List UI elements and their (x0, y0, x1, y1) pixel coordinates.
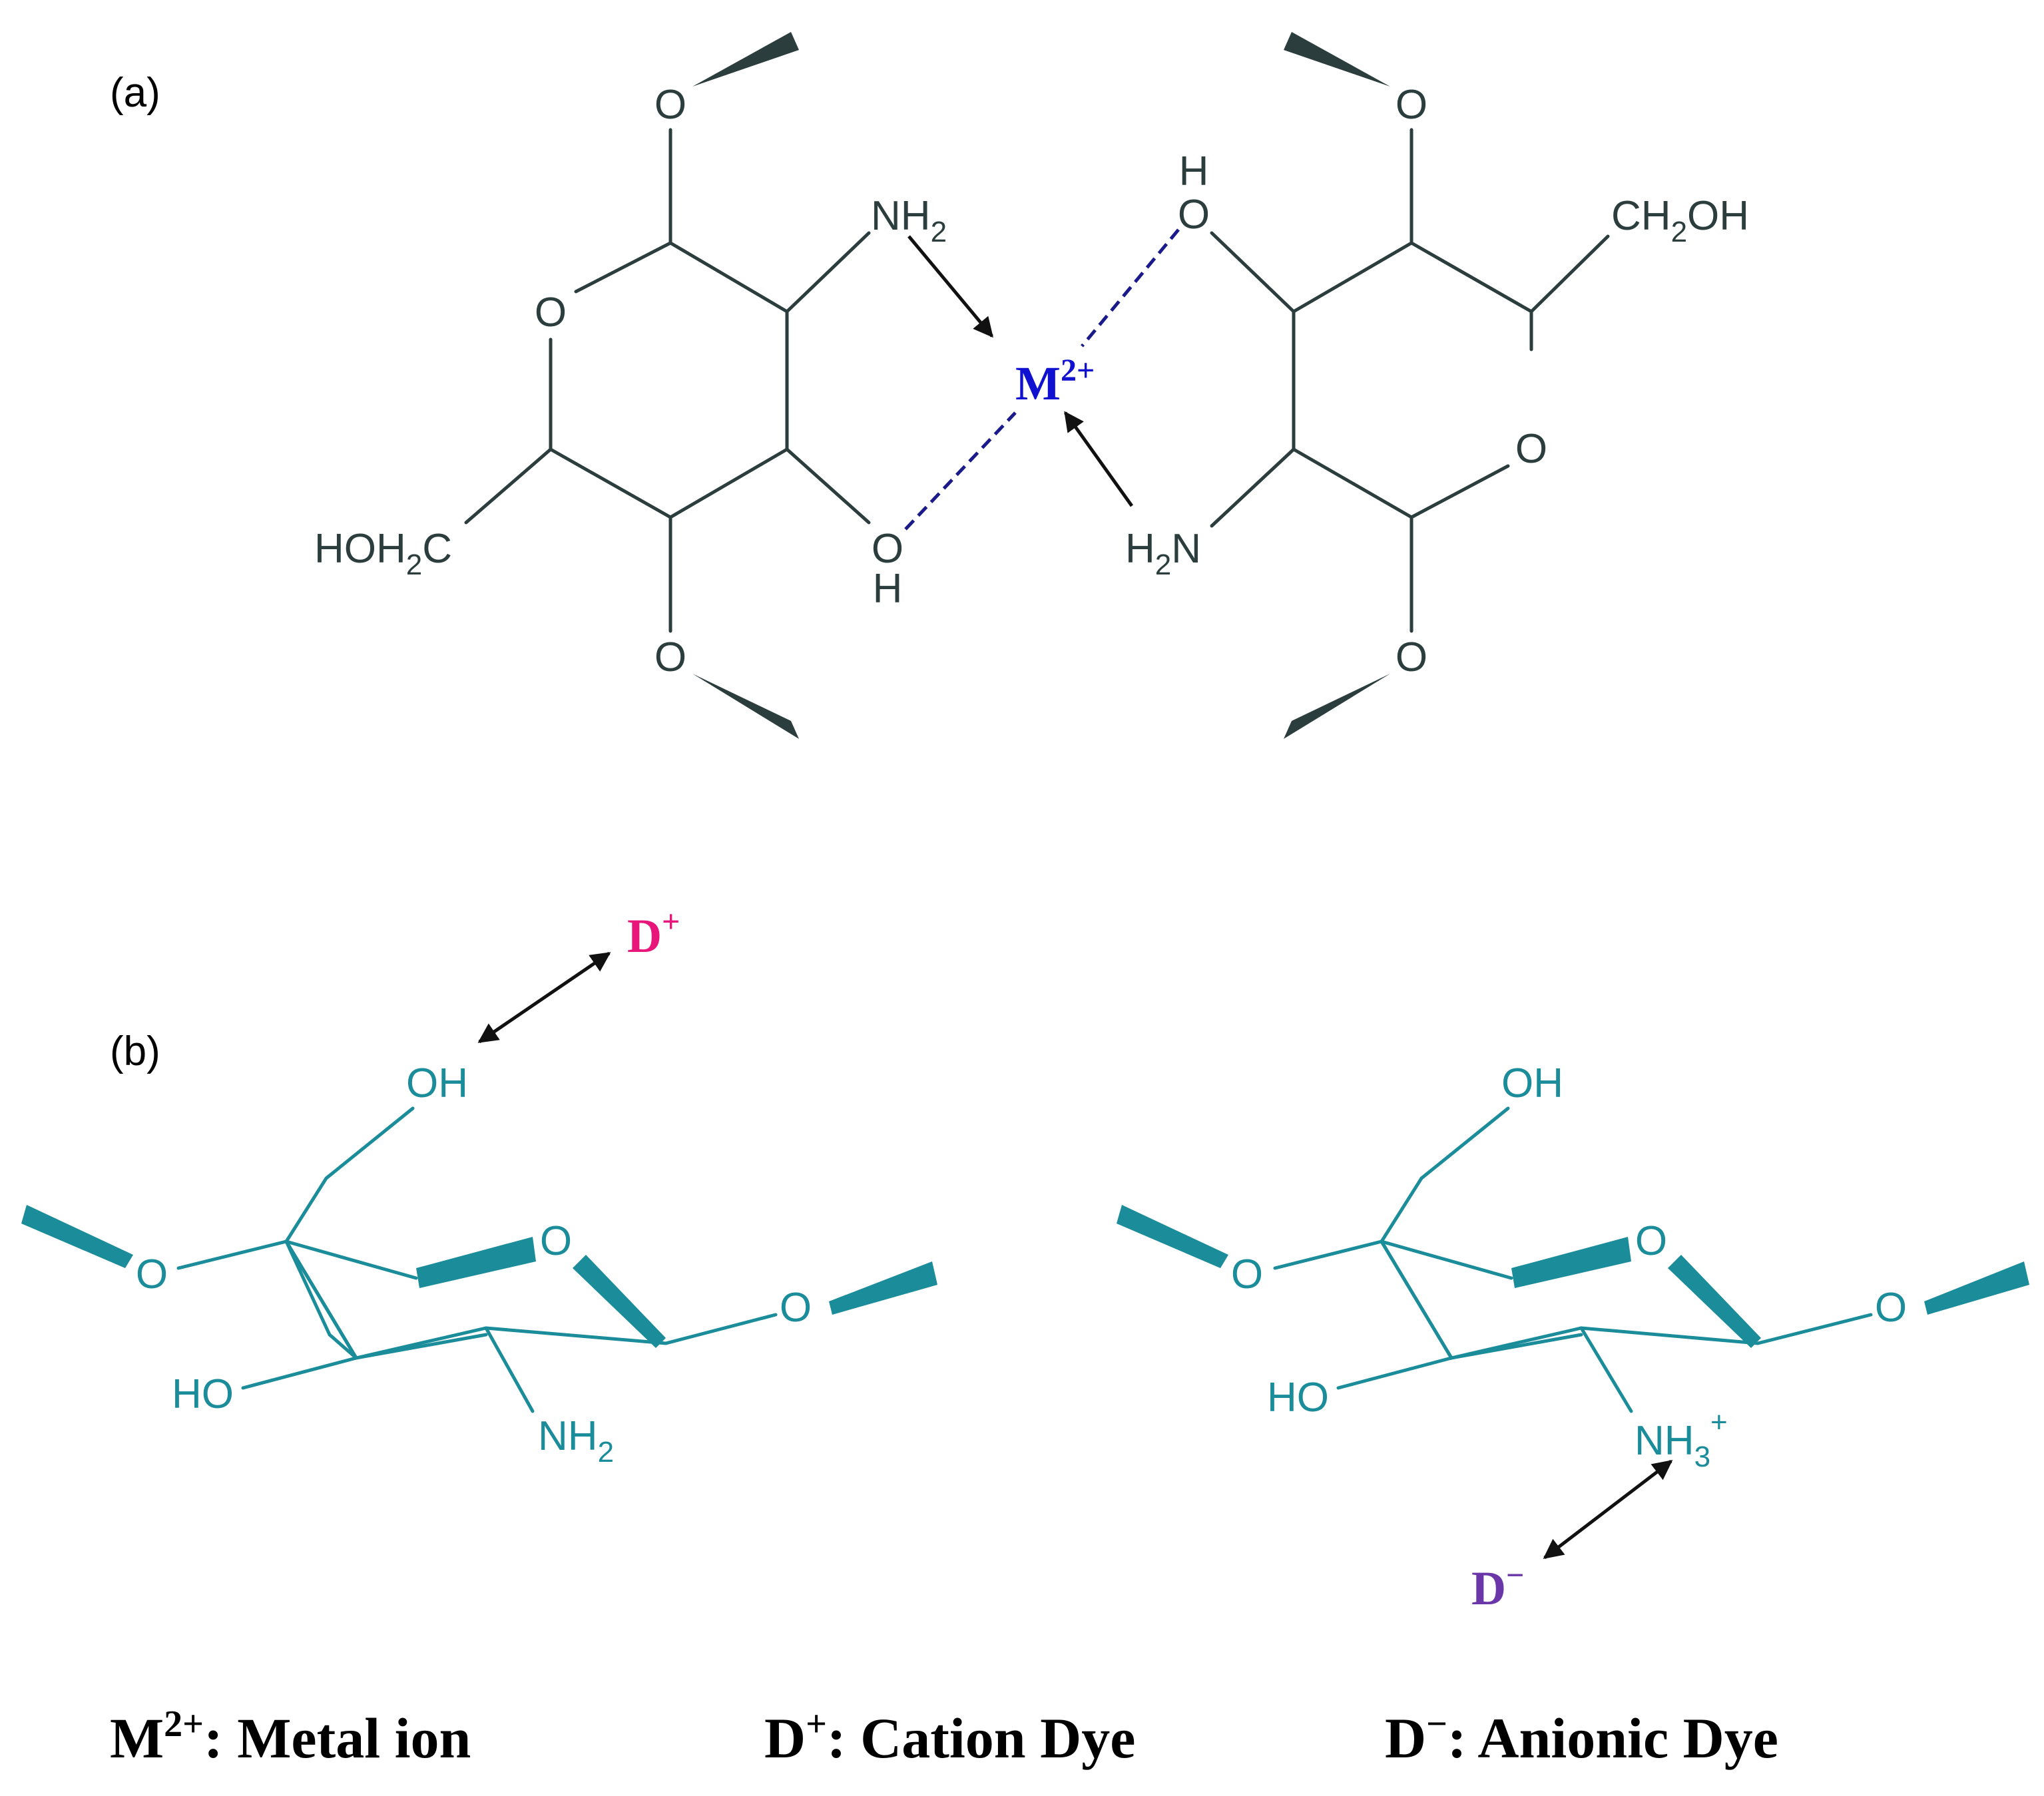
panel-a-label: (a) (110, 70, 160, 116)
metal-coordination: M2+ (904, 228, 1180, 531)
wedge-bond (416, 1237, 536, 1288)
right-b-ring-oxygen: O (1635, 1218, 1667, 1264)
right-amine-label: H2N (1125, 526, 1201, 581)
wedge-bond (1924, 1261, 2029, 1315)
right-b-oh-top: OH (1501, 1060, 1563, 1106)
left-b-ho: HO (172, 1371, 234, 1417)
wedge-bond (1284, 674, 1390, 739)
legend-metal-ion: M2+: Metal ion (110, 1703, 471, 1770)
right-b-ammonium: NH3+ (1635, 1406, 1728, 1473)
panel-a-left-unit: O O O NH2 O H HOH2C (314, 32, 947, 739)
right-b-ho: HO (1267, 1375, 1329, 1421)
panel-b-label: (b) (110, 1028, 160, 1074)
left-bottom-oxygen: O (654, 634, 686, 680)
left-ring-oxygen: O (535, 290, 567, 336)
coordination-bond (1081, 228, 1180, 347)
legend: M2+: Metal ion D+: Cation Dye D−: Anioni… (110, 1703, 1778, 1770)
right-b-o-right: O (1875, 1285, 1907, 1331)
wedge-bond (21, 1205, 133, 1268)
panel-b-left-unit: OH O O O HO NH2 (21, 1060, 937, 1468)
panel-a-right-unit: O O O H O CH2OH H2N (1125, 32, 1749, 739)
panel-a: (a) O O O NH2 O H HOH2C (110, 32, 1749, 739)
left-b-amine: NH2 (538, 1413, 614, 1468)
left-b-ring-oxygen: O (540, 1218, 572, 1264)
arrow (907, 235, 993, 338)
right-ch2oh-label: CH2OH (1611, 193, 1749, 248)
right-hydroxyl-o: O (1178, 192, 1210, 238)
left-b-o-right: O (780, 1285, 812, 1331)
panel-b-right-unit: OH O O O HO NH3+ (1117, 1060, 2029, 1473)
left-hydroxyl-h: H (873, 566, 903, 612)
wedge-bond (573, 1255, 666, 1348)
arrow (1063, 411, 1134, 507)
cation-dye-interaction: D+ (477, 904, 680, 1044)
left-b-o-left: O (136, 1251, 168, 1297)
legend-anionic-dye: D−: Anionic Dye (1385, 1703, 1778, 1770)
left-amine-label: NH2 (871, 193, 947, 248)
left-top-oxygen: O (654, 82, 686, 128)
right-ring-oxygen: O (1515, 426, 1547, 472)
panel-b: (b) OH O O O HO NH2 D+ (21, 904, 2029, 1615)
left-ch2oh-label: HOH2C (314, 526, 452, 581)
left-b-oh-top: OH (406, 1060, 468, 1106)
right-hydroxyl-h: H (1179, 148, 1209, 194)
metal-ion-label: M2+ (1015, 353, 1095, 410)
wedge-bond (1511, 1237, 1631, 1288)
wedge-bond (1284, 32, 1390, 87)
coordination-bond (904, 411, 1017, 531)
wedge-bond (692, 32, 799, 87)
anionic-dye-interaction: D− (1471, 1460, 1673, 1615)
wedge-bond (1117, 1205, 1228, 1268)
wedge-bond (1668, 1255, 1761, 1348)
right-bottom-oxygen: O (1396, 634, 1427, 680)
left-hydroxyl-o: O (872, 526, 903, 572)
double-arrow (1543, 1460, 1673, 1559)
wedge-bond (692, 674, 799, 739)
wedge-bond (829, 1261, 937, 1315)
right-top-oxygen: O (1396, 82, 1427, 128)
anionic-dye-label: D− (1471, 1558, 1524, 1615)
legend-cation-dye: D+: Cation Dye (764, 1703, 1135, 1770)
double-arrow (477, 951, 611, 1044)
right-b-o-left: O (1231, 1251, 1263, 1297)
cation-dye-label: D+ (627, 904, 680, 963)
